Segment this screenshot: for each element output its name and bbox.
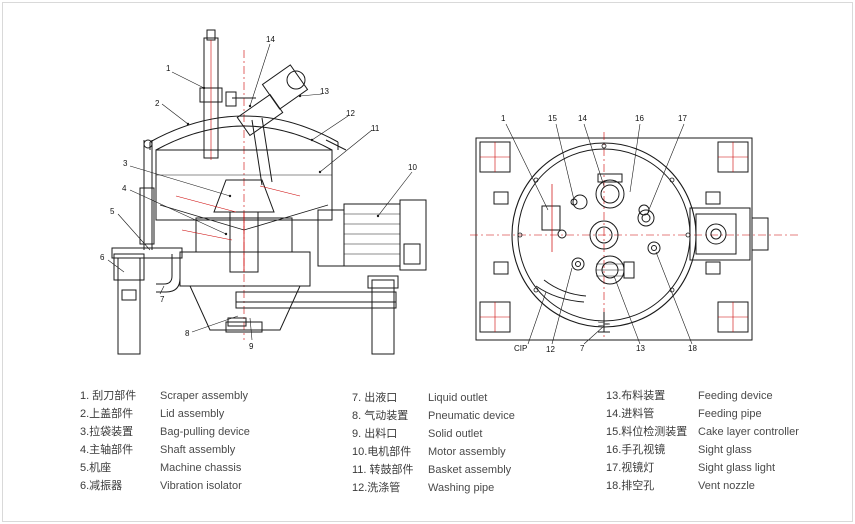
legend-item-cn: 6.减振器 bbox=[80, 480, 123, 492]
legend-item-cn: 14.进料管 bbox=[606, 408, 655, 420]
callout-side: 11 bbox=[371, 124, 380, 133]
legend-item-en: Feeding pipe bbox=[698, 408, 762, 420]
legend-item-en: Bag-pulling device bbox=[160, 426, 250, 438]
callout-side: 12 bbox=[346, 109, 355, 118]
legend-item-en: Washing pipe bbox=[428, 482, 495, 494]
legend-item-cn: 9. 出料口 bbox=[352, 428, 398, 440]
callout-side: 4 bbox=[122, 184, 127, 193]
side-view-callouts: 1 2 3 4 5 6 7 8 9 10 11 12 13 14 bbox=[100, 35, 417, 351]
legend-item-en: Vent nozzle bbox=[698, 480, 755, 492]
callout-side: 14 bbox=[266, 35, 275, 44]
legend-item-cn: 12.洗涤管 bbox=[352, 482, 401, 494]
callout-side: 5 bbox=[110, 207, 115, 216]
callout-side: 13 bbox=[320, 87, 329, 96]
legend-item-cn: 7. 出液口 bbox=[352, 392, 398, 404]
legend-item-en: Pneumatic device bbox=[428, 410, 515, 422]
legend-item-en: Cake layer controller bbox=[698, 426, 799, 438]
callout-top: 1 bbox=[501, 114, 506, 123]
callout-side: 8 bbox=[185, 329, 190, 338]
legend-item-cn: 8. 气动装置 bbox=[352, 410, 409, 422]
legend-item-cn: 10.电机部件 bbox=[352, 446, 412, 458]
callout-top: 16 bbox=[635, 114, 644, 123]
callout-side: 3 bbox=[123, 159, 128, 168]
callout-top: 18 bbox=[688, 344, 697, 353]
legend-item-cn: 3.拉袋装置 bbox=[80, 426, 134, 438]
legend-item-cn: 4.主轴部件 bbox=[80, 444, 134, 456]
legend-item-en: Liquid outlet bbox=[428, 392, 488, 404]
corner-pads bbox=[479, 141, 749, 333]
top-view-callouts: 1 15 14 16 17 CIP 12 7 13 18 bbox=[501, 114, 697, 354]
legend-item-cn: 5.机座 bbox=[80, 462, 112, 474]
legend-item-cn: 11. 转鼓部件 bbox=[352, 464, 414, 476]
legend-item-cn: 15.料位检测装置 bbox=[606, 426, 688, 438]
callout-side: 6 bbox=[100, 253, 105, 262]
callout-side: 10 bbox=[408, 163, 417, 172]
legend-item-en: Sight glass light bbox=[698, 462, 776, 474]
callout-side: 2 bbox=[155, 99, 160, 108]
callout-top: 12 bbox=[546, 345, 555, 354]
legend-item-en: Scraper assembly bbox=[160, 390, 249, 402]
legend-item-en: Feeding device bbox=[698, 390, 773, 402]
callout-top: 14 bbox=[578, 114, 587, 123]
legend-item-en: Basket assembly bbox=[428, 464, 512, 476]
legend-item-en: Machine chassis bbox=[160, 462, 242, 474]
callout-top: 13 bbox=[636, 344, 645, 353]
callout-top: 17 bbox=[678, 114, 687, 123]
top-view bbox=[470, 123, 800, 345]
legend-item-cn: 1. 刮刀部件 bbox=[80, 390, 137, 402]
callout-top: CIP bbox=[514, 344, 527, 353]
legend-item-cn: 18.排空孔 bbox=[606, 480, 655, 492]
legend-item-en: Vibration isolator bbox=[160, 480, 242, 492]
legend-item-cn: 2.上盖部件 bbox=[80, 408, 134, 420]
legend-item-en: Sight glass bbox=[698, 444, 752, 456]
side-view bbox=[107, 29, 427, 355]
legend-item-cn: 17.视镜灯 bbox=[606, 462, 655, 474]
callout-side: 1 bbox=[166, 64, 171, 73]
callout-top: 7 bbox=[580, 344, 585, 353]
legend-item-cn: 16.手孔视镜 bbox=[606, 444, 666, 456]
legend-item-en: Lid assembly bbox=[160, 408, 225, 420]
callout-top: 15 bbox=[548, 114, 557, 123]
callout-side: 9 bbox=[249, 342, 254, 351]
legend-item-cn: 13.布料装置 bbox=[606, 390, 666, 402]
legend-item-en: Solid outlet bbox=[428, 428, 483, 440]
legend-item-en: Shaft assembly bbox=[160, 444, 236, 456]
legend-item-en: Motor assembly bbox=[428, 446, 506, 458]
callout-side: 7 bbox=[160, 295, 165, 304]
